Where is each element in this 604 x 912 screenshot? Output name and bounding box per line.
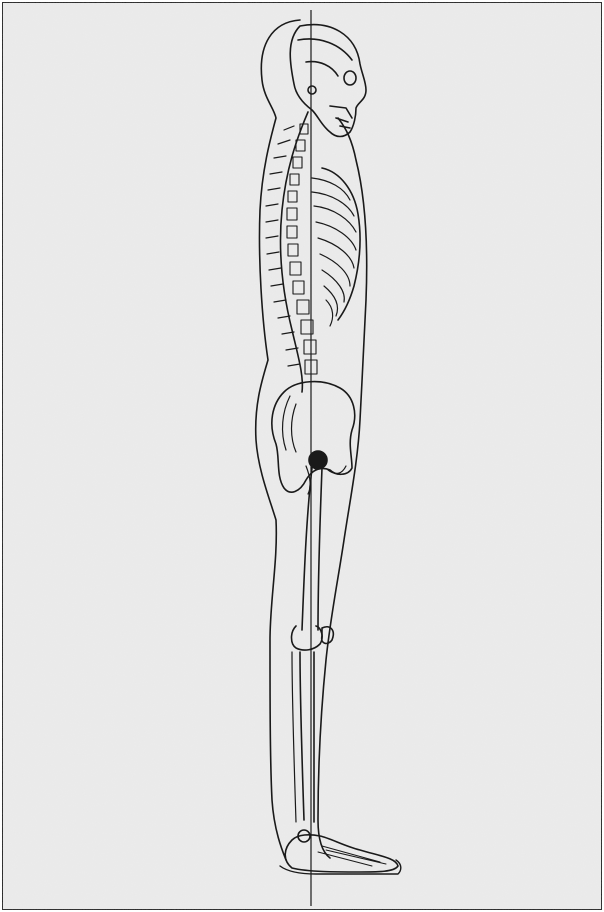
hip-joint [309,451,327,469]
